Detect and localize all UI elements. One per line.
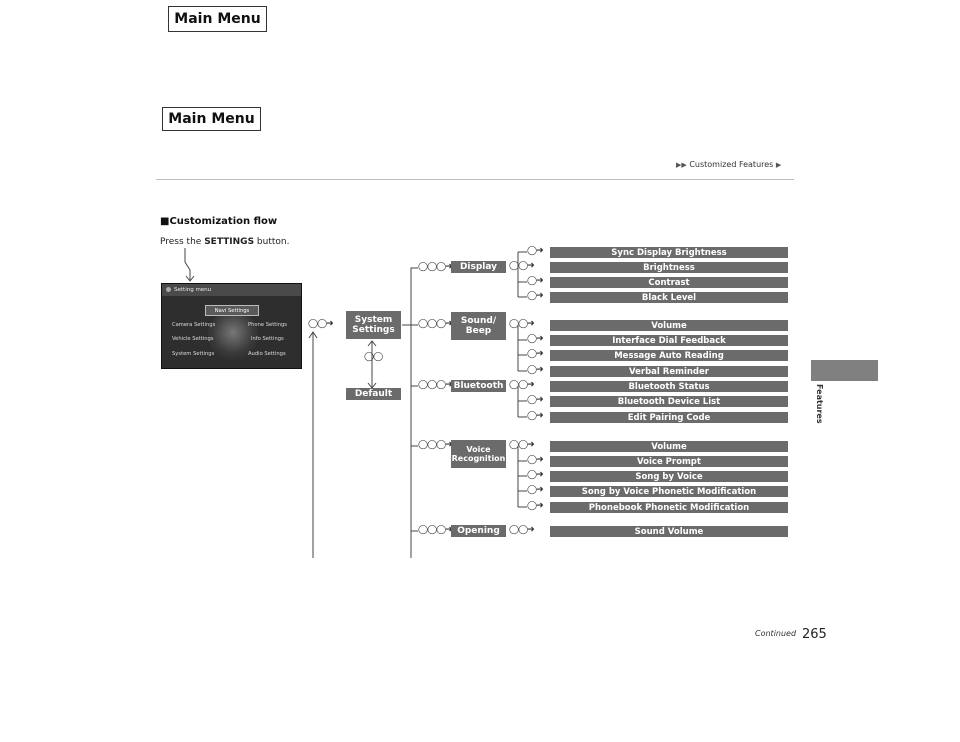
item-volume[interactable]: Volume (550, 320, 788, 331)
double-triangle-icon: ▶▶ (676, 161, 687, 169)
item-sound-volume[interactable]: Sound Volume (550, 526, 788, 537)
vehicle-settings-option[interactable]: Vehicle Settings (172, 336, 214, 342)
knob-press-icon: ◯➜ (527, 455, 544, 465)
item-verbal-reminder[interactable]: Verbal Reminder (550, 366, 788, 377)
audio-settings-option[interactable]: Audio Settings (248, 351, 286, 357)
screen-header-label: Setting menu (174, 287, 212, 293)
features-side-tab[interactable] (811, 360, 878, 381)
knob-press-icon: ◯◯➜ (509, 525, 535, 535)
knob-press-icon: ◯➜ (527, 291, 544, 301)
knob-press-icon: ◯➜ (527, 470, 544, 480)
item-brightness[interactable]: Brightness (550, 262, 788, 273)
header-divider (156, 179, 794, 180)
knob-press-icon: ◯➜ (527, 365, 544, 375)
knob-rotate-icon: ◯◯◯➜ (418, 262, 453, 272)
category-voice-recognition[interactable]: Voice Recognition (451, 440, 506, 468)
features-side-label: Features (815, 384, 824, 424)
instruction-text: Press the SETTINGS button. (160, 237, 289, 247)
setting-menu-screen: Setting menu Navi Settings Camera Settin… (161, 283, 302, 369)
knob-press-icon: ◯◯➜ (509, 380, 535, 390)
knob-rotate-icon: ◯◯◯➜ (418, 380, 453, 390)
item-song-by-voice[interactable]: Song by Voice (550, 471, 788, 482)
item-interface-dial-feedback[interactable]: Interface Dial Feedback (550, 335, 788, 346)
knob-press-icon: ◯➜ (527, 276, 544, 286)
breadcrumb[interactable]: ▶▶ Customized Features ▶ (676, 160, 781, 169)
item-sync-display-brightness[interactable]: Sync Display Brightness (550, 247, 788, 258)
main-menu-button[interactable]: Main Menu (162, 107, 261, 131)
knob-rotate-icon: ◯◯➜ (308, 319, 334, 329)
knob-rotate-icon: ◯◯◯➜ (418, 319, 453, 329)
system-settings-option[interactable]: System Settings (172, 351, 215, 357)
settings-icon (166, 287, 171, 292)
knob-press-icon: ◯➜ (527, 349, 544, 359)
category-sound-beep[interactable]: Sound/ Beep (451, 312, 506, 340)
info-settings-option[interactable]: Info Settings (251, 336, 284, 342)
navi-settings-option[interactable]: Navi Settings (205, 305, 259, 316)
instruction-post: button. (254, 237, 290, 247)
instruction-pre: Press the (160, 237, 205, 247)
knob-press-icon: ◯➜ (527, 246, 544, 256)
item-voice-prompt[interactable]: Voice Prompt (550, 456, 788, 467)
section-title: ■Customization flow (160, 216, 278, 227)
camera-settings-option[interactable]: Camera Settings (172, 322, 216, 328)
category-display[interactable]: Display (451, 261, 506, 273)
knob-press-icon: ◯◯➜ (509, 261, 535, 271)
item-voice-volume[interactable]: Volume (550, 441, 788, 452)
knob-press-icon: ◯◯➜ (509, 319, 535, 329)
breadcrumb-label: Customized Features (689, 160, 774, 169)
screen-header: Setting menu (162, 284, 301, 296)
knob-press-icon: ◯◯ (364, 352, 383, 362)
item-message-auto-reading[interactable]: Message Auto Reading (550, 350, 788, 361)
triangle-icon: ▶ (775, 161, 782, 169)
knob-press-icon: ◯➜ (527, 411, 544, 421)
knob-rotate-icon: ◯◯◯➜ (418, 525, 453, 535)
knob-press-icon: ◯➜ (527, 501, 544, 511)
continued-label: Continued (755, 629, 797, 638)
item-bluetooth-status[interactable]: Bluetooth Status (550, 381, 788, 392)
settings-key-label: SETTINGS (204, 237, 255, 247)
default-box[interactable]: Default (346, 388, 401, 400)
item-bluetooth-device-list[interactable]: Bluetooth Device List (550, 396, 788, 407)
category-opening[interactable]: Opening (451, 525, 506, 537)
category-bluetooth[interactable]: Bluetooth (451, 380, 506, 392)
knob-rotate-icon: ◯◯◯➜ (418, 440, 453, 450)
system-settings-box[interactable]: System Settings (346, 311, 401, 339)
knob-press-icon: ◯➜ (527, 395, 544, 405)
item-black-level[interactable]: Black Level (550, 292, 788, 303)
knob-press-icon: ◯➜ (527, 485, 544, 495)
selector-dial-icon (208, 310, 258, 360)
item-edit-pairing-code[interactable]: Edit Pairing Code (550, 412, 788, 423)
page-number: 265 (802, 627, 827, 642)
knob-press-icon: ◯➜ (527, 334, 544, 344)
item-contrast[interactable]: Contrast (550, 277, 788, 288)
main-menu-button-top[interactable]: Main Menu (168, 6, 267, 32)
phone-settings-option[interactable]: Phone Settings (248, 322, 287, 328)
knob-press-icon: ◯◯➜ (509, 440, 535, 450)
item-song-by-voice-phonetic[interactable]: Song by Voice Phonetic Modification (550, 486, 788, 497)
item-phonebook-phonetic[interactable]: Phonebook Phonetic Modification (550, 502, 788, 513)
